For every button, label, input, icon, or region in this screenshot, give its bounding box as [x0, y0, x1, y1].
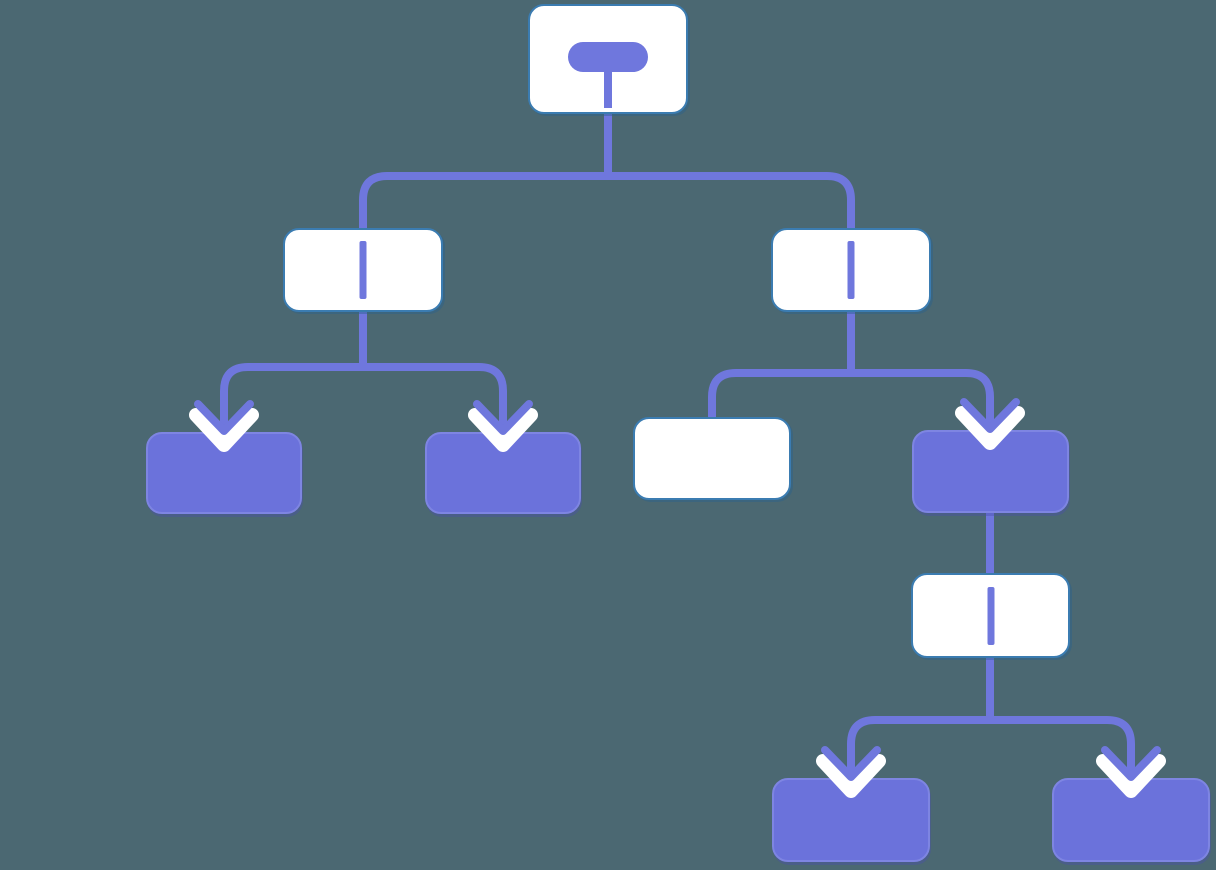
- connector-branch-branch-left[interactable]: [220, 363, 507, 430]
- node-leaf-2[interactable]: [425, 432, 581, 514]
- connector-branch-root[interactable]: [359, 172, 855, 236]
- node-branch-left[interactable]: [283, 228, 443, 312]
- node-branch-lower[interactable]: [911, 573, 1070, 658]
- vertical-bar-icon: [987, 586, 994, 645]
- connector-branch-branch-right[interactable]: [708, 369, 994, 428]
- pill-icon: [568, 42, 648, 72]
- node-leaf-4[interactable]: [912, 430, 1069, 513]
- node-leaf-1[interactable]: [146, 432, 302, 514]
- node-leaf-6[interactable]: [1052, 778, 1210, 862]
- node-leaf-5[interactable]: [772, 778, 930, 862]
- vertical-bar-icon: [847, 241, 855, 299]
- vertical-bar-icon: [359, 241, 367, 299]
- connector-branch-branch-lower[interactable]: [847, 716, 1135, 776]
- node-branch-right[interactable]: [771, 228, 931, 312]
- node-leaf-3[interactable]: [633, 417, 791, 500]
- node-root[interactable]: [528, 4, 688, 114]
- pill-stem-icon: [604, 68, 612, 108]
